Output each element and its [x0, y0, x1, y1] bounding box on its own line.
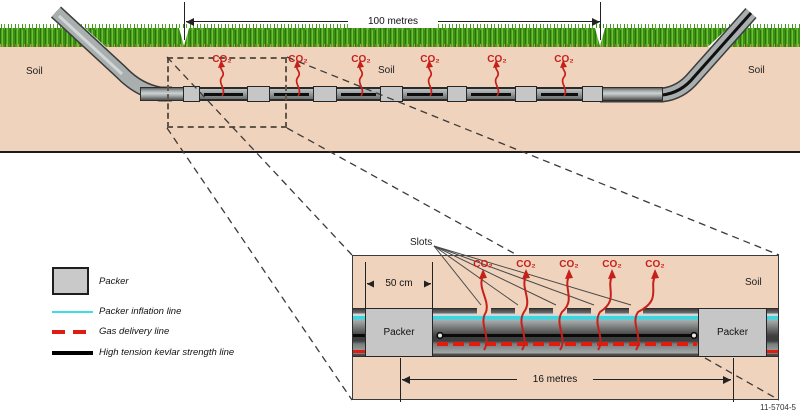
- dim-16m-ext-right: [733, 358, 734, 402]
- inset-kevlar-line: [437, 334, 697, 337]
- inset-packer-right: Packer: [698, 308, 767, 357]
- co2-label: CO₂: [288, 54, 308, 65]
- slotted-pipe-segment: [467, 87, 515, 101]
- inset-slot-opening: [515, 308, 529, 314]
- dim-50cm-ext-left: [365, 262, 366, 309]
- inset-gas-stub-right: [766, 350, 778, 353]
- inset-soil-label: Soil: [745, 277, 762, 288]
- grass-surface: [0, 24, 800, 47]
- packer-block: [515, 86, 537, 102]
- zoom-selection-rect: [167, 57, 287, 128]
- dim-16m-arrow-right-icon: [723, 376, 731, 384]
- inset-slot-opening: [591, 308, 605, 314]
- dim-50cm-arrow-left-icon: [367, 280, 375, 288]
- inset-packer-left: Packer: [365, 308, 433, 357]
- legend-kevlar-line-swatch: [52, 351, 93, 355]
- dim-100m-ext-left: [184, 2, 185, 40]
- co2-label: CO₂: [554, 54, 574, 65]
- packer-block: [582, 86, 603, 102]
- co2-label: CO₂: [602, 259, 622, 270]
- dim-100m-ext-right: [600, 2, 601, 40]
- figure-number: 11-5704-5: [760, 403, 796, 412]
- packer-block: [380, 86, 403, 102]
- legend-gas-line-swatch: [52, 330, 93, 334]
- legend-gas-line-label: Gas delivery line: [99, 326, 170, 337]
- packer-block: [447, 86, 467, 102]
- co2-label: CO₂: [487, 54, 507, 65]
- co2-label: CO₂: [559, 259, 579, 270]
- zoom-connector-dashed-line: [166, 127, 353, 401]
- packer-block: [313, 86, 337, 102]
- slotted-pipe-segment: [403, 87, 447, 101]
- legend-packer-label: Packer: [99, 276, 129, 287]
- inset-gas-stub-left: [353, 350, 366, 353]
- soil-label-right: Soil: [748, 65, 765, 76]
- dim-16m-label: 16 metres: [517, 373, 593, 386]
- co2-label: CO₂: [516, 259, 536, 270]
- inset-slot-opening: [629, 308, 643, 314]
- dim-16m-ext-left: [400, 358, 401, 402]
- dim-50cm-ext-right: [432, 262, 433, 309]
- inset-gas-delivery-line: [437, 342, 697, 346]
- slotted-pipe-segment: [537, 87, 582, 101]
- dim-50cm-arrow-right-icon: [423, 280, 431, 288]
- inset-packer-right-label: Packer: [716, 327, 749, 338]
- dim-100m-label: 100 metres: [348, 15, 438, 28]
- legend-kevlar-line-label: High tension kevlar strength line: [99, 347, 235, 358]
- soil-label-left: Soil: [26, 66, 43, 77]
- dim-16m-arrow-left-icon: [402, 376, 410, 384]
- inset-slot-opening: [553, 308, 567, 314]
- legend-inflation-line-label: Packer inflation line: [99, 306, 182, 317]
- co2-label: CO₂: [645, 259, 665, 270]
- inset-kevlar-stub-left: [353, 334, 366, 337]
- co2-label: CO₂: [351, 54, 371, 65]
- inset-slot-opening: [477, 308, 491, 314]
- dim-100m-arrow-left-icon: [186, 18, 194, 26]
- dim-50cm-label: 50 cm: [374, 277, 424, 290]
- co2-label: CO₂: [473, 259, 493, 270]
- legend-packer-swatch: [52, 267, 89, 295]
- slotted-pipe-segment: [337, 87, 380, 101]
- inset-slots-label: Slots: [410, 237, 433, 248]
- soil-label-middle: Soil: [378, 65, 395, 76]
- dim-100m-arrow-right-icon: [592, 18, 600, 26]
- co2-label: CO₂: [212, 54, 232, 65]
- co2-label: CO₂: [420, 54, 440, 65]
- inset-packer-left-label: Packer: [383, 327, 415, 338]
- legend-inflation-line-swatch: [52, 311, 93, 313]
